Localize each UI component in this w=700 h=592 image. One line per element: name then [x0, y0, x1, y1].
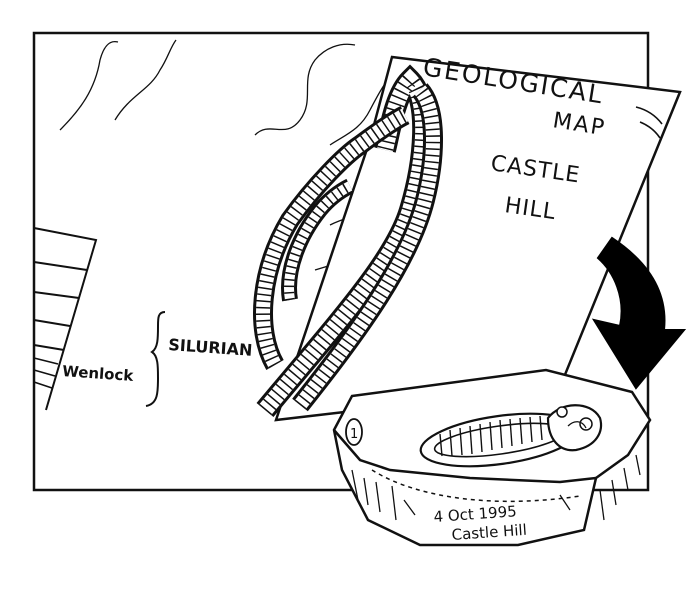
strata-bracket: [145, 311, 166, 407]
wenlock-label: Wenlock: [62, 362, 135, 385]
fossil-place: Castle Hill: [451, 521, 527, 544]
strata-column: [33, 227, 98, 411]
fossil-date: 4 Oct 1995: [433, 502, 517, 526]
specimen-number: 1: [350, 427, 358, 442]
outcrop-pattern: [253, 64, 443, 418]
map-sheet-curl: [635, 106, 663, 139]
specimen-number-oval: [345, 418, 363, 446]
trilobite-fossil-icon: [419, 404, 603, 468]
curved-arrow-icon: [591, 236, 687, 390]
